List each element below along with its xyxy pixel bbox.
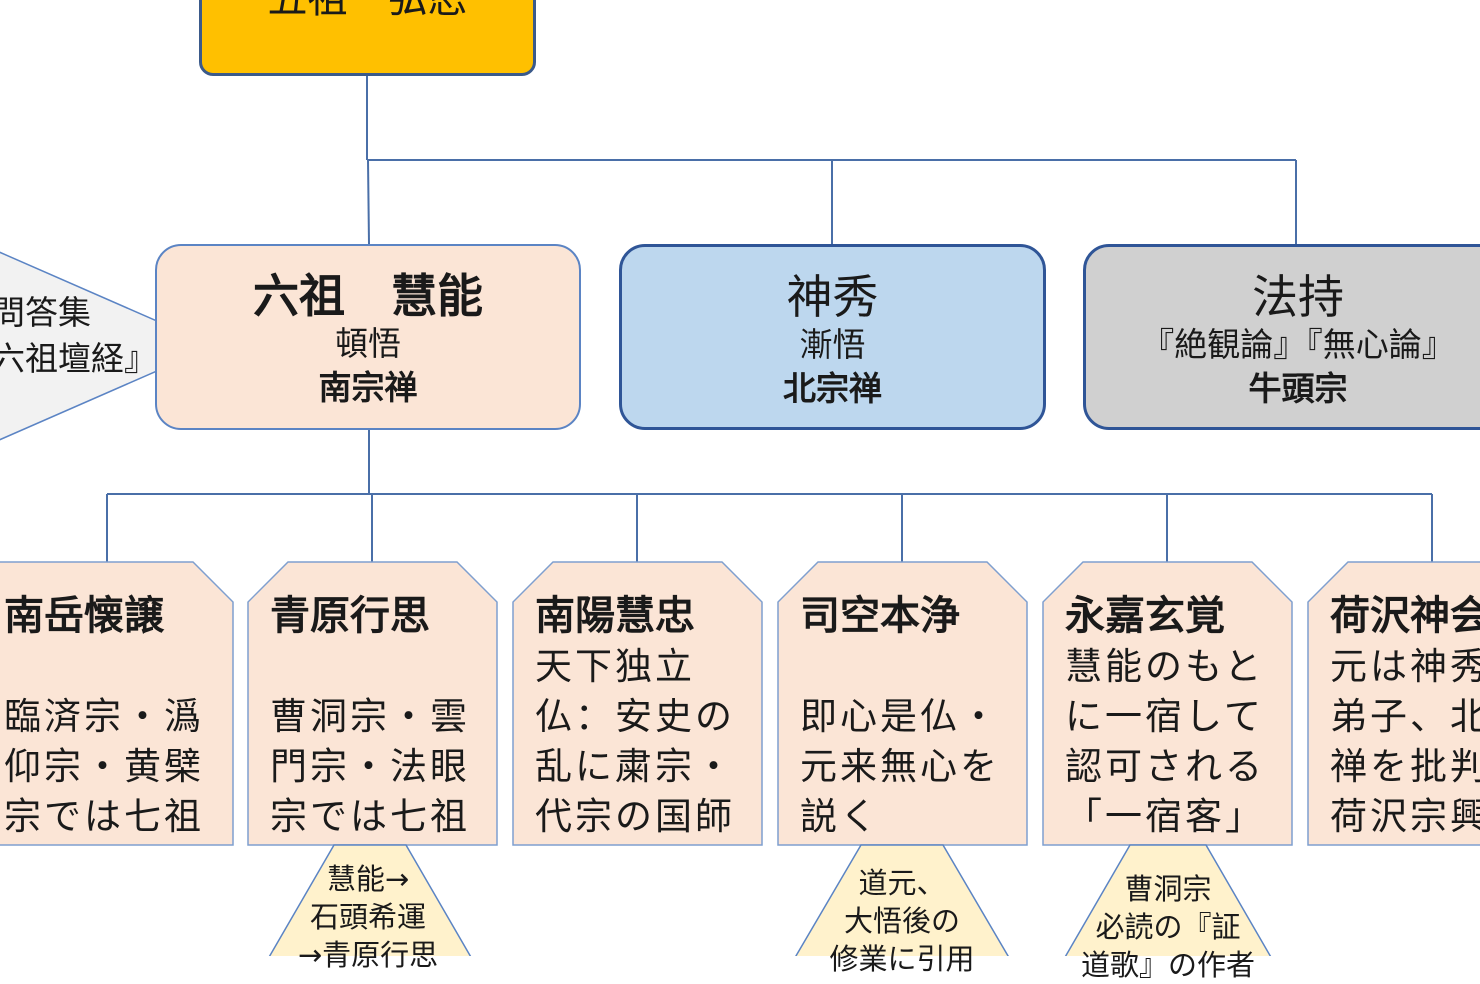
connector-lines: [0, 76, 1480, 956]
note-0: 慧能→ 石頭希運 →青原行思: [268, 860, 468, 974]
disciple-desc-line: に一宿して: [1065, 695, 1264, 738]
note-shape-0: [268, 844, 472, 956]
left-pointer-line2: 六祖壇経』: [0, 339, 157, 378]
node-fachi: 法持 『絶観論』『無心論』 牛頭宗: [1083, 244, 1480, 430]
note-line: 慧能→: [326, 862, 410, 896]
node-sect: 南宗禅: [318, 368, 418, 407]
disciple-desc-line: 認可される: [1065, 745, 1265, 788]
node-shenxiu: 神秀 漸悟 北宗禅: [619, 244, 1046, 430]
disciple-desc-line: 説く: [800, 795, 880, 838]
note-line: 曹洞宗: [1124, 872, 1212, 906]
disciple-desc-line: 乱に粛宗・: [535, 745, 735, 788]
disciple-desc-line: 慧能のもと: [1065, 645, 1265, 688]
disciple-desc-line: [800, 642, 1027, 692]
left-pointer-line1: 問答集: [0, 293, 91, 332]
note-shape-1: [795, 844, 1009, 956]
disciple-tag-4: 永嘉玄覚 慧能のもと に一宿して 認可される 「一宿客」: [1057, 574, 1292, 842]
left-pointer-text: 問答集 六祖壇経』: [0, 290, 157, 382]
disciple-desc-line: 臨済宗・潙: [4, 695, 204, 738]
note-line: 大悟後の: [843, 904, 960, 938]
note-line: 必読の『証: [1095, 910, 1241, 944]
disciple-desc-line: 仏：安史の: [535, 695, 735, 738]
disciple-desc-line: 元来無心を: [800, 745, 1000, 788]
disciple-name: 青原行思: [270, 593, 430, 639]
disciple-tag-0: 南岳懐譲 臨済宗・潙 仰宗・黄檗 宗では七祖: [0, 574, 233, 842]
disciple-name: 荷沢神会: [1330, 593, 1480, 639]
note-1: 道元、 大悟後の 修業に引用: [802, 864, 1002, 978]
disciple-desc-line: 禅を批判: [1330, 745, 1480, 788]
disciple-desc-line: 門宗・法眼: [270, 745, 470, 788]
disciple-name: 南陽慧忠: [535, 593, 695, 639]
disciple-desc-line: 曹洞宗・雲: [270, 695, 470, 738]
disciple-desc-line: 「一宿客」: [1065, 795, 1265, 838]
disciple-name: 南岳懐譲: [4, 593, 164, 639]
disciple-desc-line: 元は神秀: [1330, 645, 1480, 688]
tag-shape-2: [512, 561, 763, 846]
node-sect: 北宗禅: [783, 369, 882, 408]
node-teaching: 『絶観論』『無心論』: [1141, 325, 1455, 364]
disciple-desc-line: 弟子、北: [1330, 695, 1480, 738]
tag-shape-5: [1307, 561, 1480, 846]
left-pointer-shape: [0, 251, 216, 441]
disciple-desc-line: 宗では七祖: [270, 795, 470, 838]
disciple-desc-line: 仰宗・黄檗: [4, 745, 204, 788]
node-name: 法持: [1252, 270, 1344, 324]
disciple-tag-5: 荷沢神会 元は神秀 弟子、北 禅を批判 荷沢宗興: [1322, 574, 1480, 842]
note-shape-2: [1064, 844, 1272, 956]
root-node: 五祖 弘忍: [199, 0, 536, 76]
note-line: →青原行思: [297, 938, 439, 972]
note-line: 修業に引用: [829, 942, 975, 976]
tag-shape-4: [1042, 561, 1293, 846]
tag-shape-3: [777, 561, 1028, 846]
note-line: 道歌』の作者: [1080, 948, 1255, 982]
disciple-desc-line: [4, 642, 233, 692]
node-huineng: 六祖 慧能 頓悟 南宗禅: [155, 244, 581, 430]
disciple-desc-line: 代宗の国師: [535, 795, 735, 838]
tag-shape-1: [247, 561, 498, 846]
node-name: 六祖 慧能: [253, 269, 483, 323]
disciple-tag-2: 南陽慧忠 天下独立 仏：安史の 乱に粛宗・ 代宗の国師: [527, 574, 762, 842]
note-2: 曹洞宗 必読の『証 道歌』の作者: [1068, 870, 1268, 984]
note-line: 石頭希運: [309, 900, 426, 934]
disciple-desc-line: [270, 642, 497, 692]
node-name: 神秀: [786, 270, 879, 324]
disciple-desc-line: 即心是仏・: [800, 695, 1000, 738]
disciple-tag-1: 青原行思 曹洞宗・雲 門宗・法眼 宗では七祖: [262, 574, 497, 842]
node-teaching: 漸悟: [799, 325, 866, 364]
disciple-name: 司空本浄: [800, 593, 960, 639]
disciple-name: 永嘉玄覚: [1065, 593, 1225, 639]
disciple-tag-3: 司空本浄 即心是仏・ 元来無心を 説く: [792, 574, 1027, 842]
tag-shape-0: [0, 561, 234, 846]
disciple-desc-line: 宗では七祖: [4, 795, 204, 838]
disciple-desc-line: 荷沢宗興: [1330, 795, 1480, 838]
node-sect: 牛頭宗: [1248, 369, 1348, 408]
root-title: 五祖 弘忍: [202, 0, 533, 19]
node-teaching: 頓悟: [335, 324, 401, 363]
note-line: 道元、: [858, 866, 946, 900]
disciple-desc-line: 天下独立: [535, 645, 695, 688]
